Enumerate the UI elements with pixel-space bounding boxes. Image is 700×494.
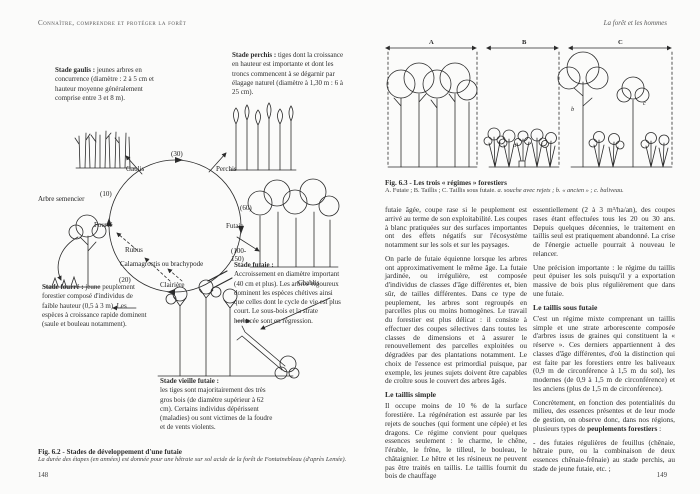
- cycle-duration-left: (10): [100, 190, 112, 198]
- note-stade-gaulis: Stade gaulis : jeunes arbres en concurre…: [55, 66, 155, 103]
- cycle-diagram-illustration: [30, 40, 350, 452]
- note-stade-vieille-futaie-text: les tiges sont majoritairement des très …: [160, 386, 273, 432]
- col1-paragraph-1: futaie âgée, coupe rase si le peuplement…: [385, 205, 527, 249]
- figure-63-label-b: b: [571, 106, 575, 113]
- col2-paragraph-1: essentiellement (2 à 3 m³/ha/an), des co…: [533, 205, 675, 258]
- cycle-duration-bottom-right: (100-150): [231, 247, 247, 263]
- figure-62-caption: Fig. 6.2 - Stades de développement d'une…: [38, 448, 350, 464]
- note-stade-fourre: Stade fourré : jeune peuplement forestie…: [42, 283, 148, 329]
- figure-63-label-C: C: [618, 39, 623, 46]
- cycle-label-perchis: Perchis: [216, 165, 237, 173]
- figure-63-caption-italic: a. souche avec rejets ; b. « ancien » ; …: [497, 187, 624, 194]
- cycle-label-rubus: Rubus: [125, 246, 143, 254]
- text-column-2: essentiellement (2 à 3 m³/ha/an), des co…: [533, 205, 675, 479]
- cycle-label-fourre: Fourré: [94, 221, 113, 229]
- cycle-label-calamagrostis: Calamagrostis ou brachypode: [120, 260, 204, 268]
- note-stade-fourre-label: Stade fourré :: [42, 283, 84, 291]
- cycle-label-gaulis: Gaulis: [126, 165, 145, 173]
- right-running-header: La forêt et les hommes: [603, 19, 667, 27]
- text-column-1: futaie âgée, coupe rase si le peuplement…: [385, 205, 527, 486]
- note-stade-perchis: Stade perchis : tiges dont la croissance…: [232, 51, 345, 97]
- col2-paragraph-2: Une précision importante : le régime du …: [533, 262, 675, 298]
- note-stade-perchis-text: tiges dont la croissance en hauteur est …: [232, 51, 344, 97]
- figure-63-label-A: A: [429, 39, 434, 46]
- col1-paragraph-2: On parle de futaie équienne lorsque les …: [385, 253, 527, 386]
- figure-63-illustration: [385, 45, 677, 176]
- note-stade-futaie: Stade futaie :Accroissement en diamètre …: [234, 261, 342, 326]
- cycle-duration-top: (30): [171, 150, 183, 158]
- right-page-number: 149: [656, 472, 667, 479]
- note-stade-fourre-text: jeune peuplement forestier composé d'ind…: [42, 283, 147, 329]
- figure-63-caption-roman: A. Futaie ; B. Taillis ; C. Taillis sous…: [385, 187, 498, 194]
- note-stade-vieille-futaie: Stade vieille futaie :les tiges sont maj…: [160, 377, 274, 433]
- col2-paragraph-4-post: :: [657, 423, 662, 433]
- figure-63-label-B: B: [522, 39, 527, 46]
- cycle-label-futaie: Futaie: [226, 222, 244, 230]
- note-stade-gaulis-label: Stade gaulis :: [55, 66, 96, 74]
- note-stade-vieille-futaie-label: Stade vieille futaie :: [160, 377, 219, 385]
- note-stade-futaie-label: Stade futaie :: [234, 261, 274, 269]
- cycle-label-clairiere: Clairière: [160, 281, 185, 289]
- left-page-number: 148: [38, 472, 49, 479]
- col2-paragraph-4-bold: peuplements forestiers: [587, 423, 658, 433]
- figure-63-caption-title: Fig. 6.3 - Les trois « régimes » foresti…: [385, 179, 507, 187]
- cycle-duration-bottom-left: (20): [119, 276, 131, 284]
- figure-63-caption: Fig. 6.3 - Les trois « régimes » foresti…: [385, 179, 677, 195]
- figure-63-label-c: c: [643, 100, 646, 107]
- col2-heading-taillis-sous-futaie: Le taillis sous futaie: [533, 302, 598, 312]
- col1-heading-taillis-simple: Le taillis simple: [385, 390, 437, 399]
- figure-63-label-a: a: [513, 142, 517, 149]
- figure-62-caption-subtitle: La durée des étapes (en années) est donn…: [38, 456, 347, 463]
- label-arbre-semencier: Arbre semencier: [38, 195, 85, 203]
- col2-paragraph-4-pre: Concrètement, en fonction des potentiali…: [533, 397, 675, 433]
- note-stade-futaie-text: Accroissement en diamètre important (40 …: [234, 270, 341, 325]
- col2-paragraph-4: Concrètement, en fonction des potentiali…: [533, 397, 675, 434]
- figure-62-caption-title: Fig. 6.2 - Stades de développement d'une…: [38, 448, 182, 456]
- col2-paragraph-3: C'est un régime mixte comprenant un tail…: [533, 313, 675, 393]
- label-chablis: Chablis: [298, 279, 320, 287]
- cycle-duration-right: (60): [240, 204, 252, 212]
- left-running-header: Connaître, comprendre et protéger la for…: [38, 19, 187, 27]
- note-stade-gaulis-text: jeunes arbres en concurrence (diamètre :…: [55, 66, 154, 102]
- col2-paragraph-5: - des futaies régulières de feuillus (ch…: [533, 437, 675, 473]
- col1-paragraph-3: Il occupe moins de 10 % de la surface fo…: [385, 401, 527, 481]
- note-stade-perchis-label: Stade perchis :: [232, 51, 277, 59]
